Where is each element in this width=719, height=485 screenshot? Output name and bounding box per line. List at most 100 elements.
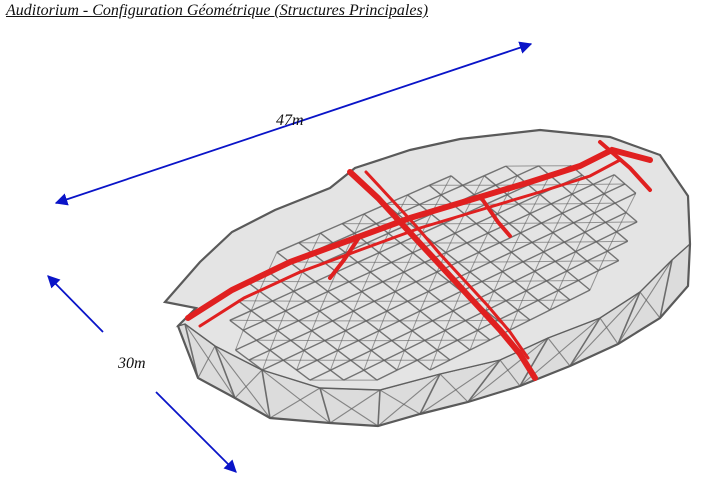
truss-member	[376, 369, 398, 381]
truss-member	[303, 349, 318, 361]
truss-member	[466, 242, 480, 253]
truss-member	[269, 349, 284, 361]
truss-member	[428, 281, 450, 293]
truss-member	[561, 193, 573, 214]
truss-member	[505, 290, 527, 302]
truss-member	[324, 330, 346, 342]
truss-member	[269, 387, 321, 419]
truss-member	[487, 232, 501, 244]
truss-member	[478, 251, 492, 263]
truss-member	[340, 300, 354, 312]
truss-member	[298, 232, 321, 244]
truss-member	[445, 242, 468, 254]
truss-member	[599, 317, 619, 345]
truss-member	[613, 174, 626, 185]
truss-member	[594, 202, 616, 214]
truss-member	[490, 261, 503, 273]
truss-member	[520, 232, 533, 243]
truss-member	[282, 359, 298, 371]
truss-member	[529, 213, 542, 224]
truss-member	[450, 175, 464, 186]
truss-member	[598, 250, 608, 271]
truss-member	[385, 194, 408, 206]
truss-member	[383, 349, 405, 361]
truss-member	[327, 281, 350, 293]
truss-member	[277, 329, 292, 341]
truss-member	[277, 310, 287, 331]
truss-member	[510, 251, 524, 263]
truss-member	[518, 203, 531, 215]
truss-member	[319, 300, 341, 312]
truss-member	[352, 310, 367, 322]
truss-member	[573, 222, 586, 233]
truss-member	[436, 349, 451, 361]
truss-member	[549, 290, 559, 311]
truss-member	[363, 350, 372, 371]
truss-member	[357, 340, 372, 351]
main-beam-transverse	[347, 169, 538, 381]
truss-member	[595, 231, 617, 243]
truss-member	[357, 261, 371, 273]
truss-member	[603, 193, 616, 204]
truss-member	[264, 310, 286, 322]
truss-member	[378, 320, 400, 332]
truss-member	[598, 259, 620, 272]
truss-member	[584, 221, 606, 233]
truss-member	[539, 193, 552, 205]
truss-member	[552, 222, 574, 234]
truss-member	[502, 251, 512, 272]
truss-member	[258, 290, 273, 302]
truss-member	[256, 339, 271, 351]
truss-member	[391, 330, 413, 342]
truss-member	[350, 349, 372, 361]
truss-member	[242, 329, 257, 341]
truss-member	[248, 359, 263, 371]
truss-member	[314, 281, 329, 293]
truss-member	[345, 330, 359, 342]
truss-member	[518, 193, 541, 205]
truss-member	[449, 349, 471, 361]
truss-member	[508, 222, 522, 234]
truss-member	[319, 232, 334, 244]
truss-member	[522, 251, 545, 263]
truss-member	[427, 271, 438, 292]
truss-member	[341, 213, 365, 225]
truss-member	[407, 290, 429, 302]
truss-member	[563, 231, 586, 243]
truss-member	[520, 222, 542, 234]
truss-member	[400, 242, 414, 254]
truss-member	[473, 290, 495, 302]
truss-member	[452, 300, 474, 312]
truss-member	[324, 340, 339, 351]
truss-member	[466, 232, 489, 244]
truss-member	[320, 222, 343, 234]
truss-member	[235, 339, 257, 351]
truss-member	[411, 310, 421, 331]
truss-member	[306, 290, 329, 302]
truss-member	[366, 242, 380, 254]
truss-member	[370, 261, 392, 273]
truss-member	[184, 323, 199, 379]
truss-member	[319, 387, 331, 424]
truss-member	[605, 211, 627, 224]
truss-member	[412, 252, 426, 263]
truss-member	[489, 329, 511, 341]
truss-member	[509, 319, 531, 331]
truss-member	[442, 223, 456, 234]
truss-member	[586, 260, 600, 272]
truss-member	[319, 387, 379, 427]
truss-member	[569, 291, 641, 367]
truss-member	[428, 184, 442, 196]
truss-member	[499, 359, 521, 387]
truss-member	[403, 261, 426, 273]
truss-member	[497, 309, 519, 321]
truss-member	[348, 271, 371, 283]
truss-member	[522, 261, 536, 272]
truss-member	[616, 212, 627, 233]
truss-member	[262, 359, 284, 371]
truss-member	[306, 300, 321, 312]
truss-member	[497, 203, 519, 215]
truss-member	[531, 241, 545, 253]
truss-member	[399, 310, 421, 322]
